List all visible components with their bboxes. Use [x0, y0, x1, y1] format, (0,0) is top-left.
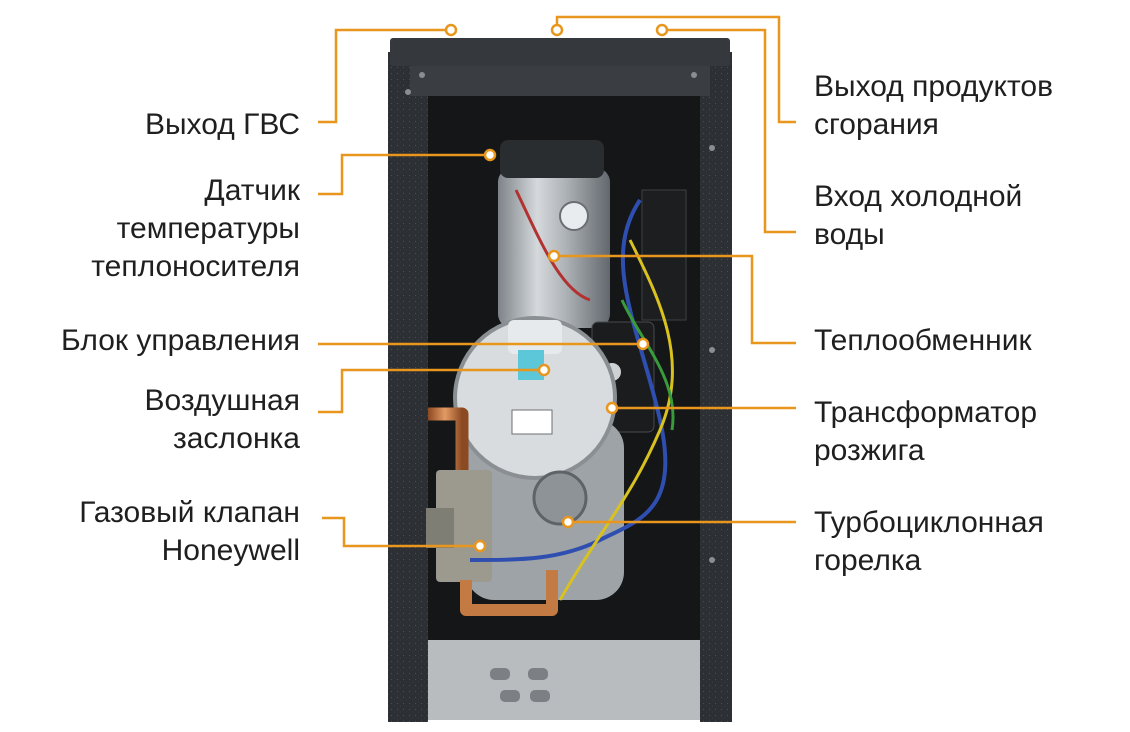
screw: [709, 557, 715, 563]
tray-slot: [528, 668, 548, 680]
screw: [419, 72, 425, 78]
label-line: воды: [814, 218, 885, 251]
label-line: розжига: [814, 434, 925, 467]
endpoint-air-damper: [537, 363, 551, 377]
label-line: Выход продуктов: [814, 70, 1054, 103]
screw: [691, 72, 697, 78]
label-control-unit: Блок управления: [61, 322, 300, 360]
gas-valve-block: [426, 508, 454, 548]
endpoint-flue-out: [550, 23, 564, 37]
label-air-damper: Воздушная заслонка: [144, 382, 300, 458]
leader-hot-water-out: [318, 28, 451, 124]
label-temp-sensor: Датчик температуры теплоносителя: [91, 172, 300, 286]
label-line: сгорания: [814, 108, 939, 141]
label-line: Теплообменник: [814, 324, 1032, 357]
leader-endpoints: [444, 23, 669, 553]
cabinet-left-wall: [388, 52, 428, 722]
leader-heat-exchanger: [554, 254, 796, 345]
air-damper-cover: [453, 316, 617, 480]
wire-blue: [469, 198, 668, 562]
label-cold-water-in: Вход холодной воды: [814, 178, 1022, 254]
copper-pipe-top: [428, 407, 469, 470]
label-line: Вход холодной: [814, 180, 1023, 213]
label-gas-valve: Газовый клапан Honeywell: [79, 494, 300, 570]
label-line: теплоносителя: [91, 250, 300, 283]
leader-cold-water-in: [662, 28, 796, 234]
wire-green: [620, 299, 675, 431]
endpoint-cold-water-in: [655, 23, 669, 37]
label-line: горелка: [814, 544, 922, 577]
label-line: Блок управления: [61, 324, 300, 357]
endpoint-hot-water-out: [444, 23, 458, 37]
endpoint-temp-sensor: [483, 148, 497, 162]
label-line: Трансформатор: [814, 396, 1038, 429]
screw: [709, 145, 715, 151]
label-line: Выход ГВС: [144, 108, 300, 141]
screw: [405, 89, 411, 95]
leader-temp-sensor: [318, 153, 490, 196]
screw: [709, 347, 715, 353]
label-line: Honeywell: [161, 534, 300, 567]
label-ignition-transformer: Трансформатор розжига: [814, 394, 1037, 470]
damper-label-sticker: [511, 409, 553, 435]
leader-lines: [318, 15, 796, 548]
label-line: температуры: [116, 212, 300, 245]
damper-tag: [518, 350, 544, 380]
gas-valve-body: [436, 470, 492, 582]
label-line: Воздушная: [144, 384, 300, 417]
tank-gauge: [559, 201, 589, 231]
heat-exchanger-tank: [498, 168, 610, 328]
bottom-tray: [428, 640, 700, 720]
tray-slot: [490, 668, 510, 680]
damper-inlet: [508, 320, 562, 354]
label-heat-exchanger: Теплообменник: [814, 322, 1032, 360]
leader-gas-valve: [322, 516, 480, 548]
label-line: заслонка: [172, 422, 300, 455]
tray-slot: [530, 690, 550, 702]
endpoint-control-unit: [636, 337, 650, 351]
cabinet-right-wall: [700, 52, 732, 722]
label-hot-water-out: Выход ГВС: [145, 106, 300, 144]
tank-top: [500, 140, 604, 178]
top-inner-panel: [410, 66, 710, 96]
endpoint-heat-exchanger: [547, 249, 561, 263]
boiler-photo: [388, 38, 732, 722]
leader-flue-out: [555, 15, 796, 124]
endpoint-burner: [561, 515, 575, 529]
cabinet-top: [390, 38, 730, 66]
label-flue-out: Выход продуктов сгорания: [814, 68, 1053, 144]
copper-pipe-bottom: [460, 570, 558, 616]
wire-yellow: [558, 239, 674, 601]
burner-ring: [532, 470, 588, 526]
label-burner: Турбоциклонная горелка: [814, 504, 1044, 580]
leader-air-damper: [318, 368, 544, 414]
endpoint-ignition-transformer: [605, 401, 619, 415]
endpoint-gas-valve: [473, 539, 487, 553]
label-line: Газовый клапан: [79, 496, 300, 529]
label-line: Турбоциклонная: [814, 506, 1044, 539]
tray-slot: [500, 690, 520, 702]
label-line: Датчик: [204, 174, 300, 207]
